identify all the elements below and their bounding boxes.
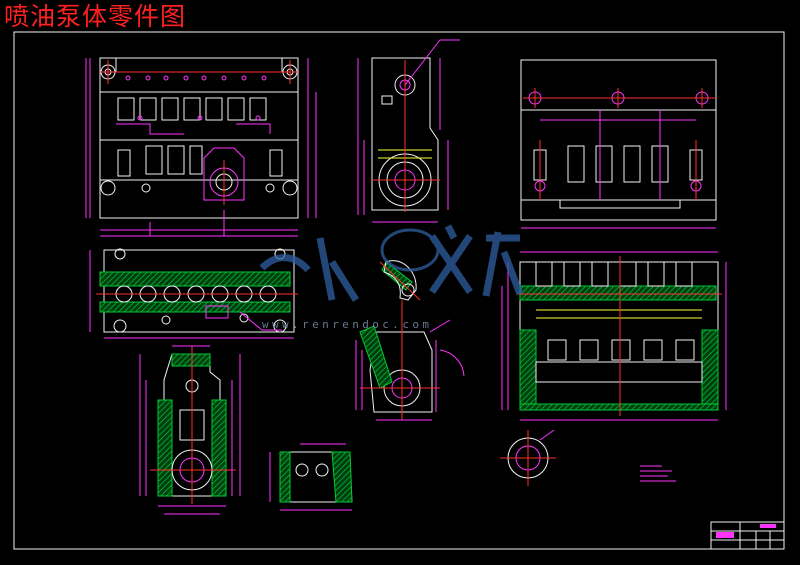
detail-view-bottom-center [269, 443, 353, 511]
side-view-top-middle [357, 39, 460, 223]
section-view-right [501, 251, 727, 421]
section-view-center [355, 260, 465, 421]
technical-notes [640, 465, 676, 482]
section-view-middle-left [89, 248, 298, 339]
front-view-top-left [85, 57, 317, 237]
drawing-frame [13, 31, 785, 550]
section-view-bottom-left [139, 345, 241, 515]
watermark-url: www.renrendoc.com [262, 318, 432, 331]
drawing-title: 喷油泵体零件图 [4, 2, 187, 31]
rear-view-top-right [520, 59, 717, 229]
detail-circle-bottom-right [500, 429, 556, 486]
watermark: www.renrendoc.com [259, 224, 524, 331]
title-block [710, 521, 785, 550]
